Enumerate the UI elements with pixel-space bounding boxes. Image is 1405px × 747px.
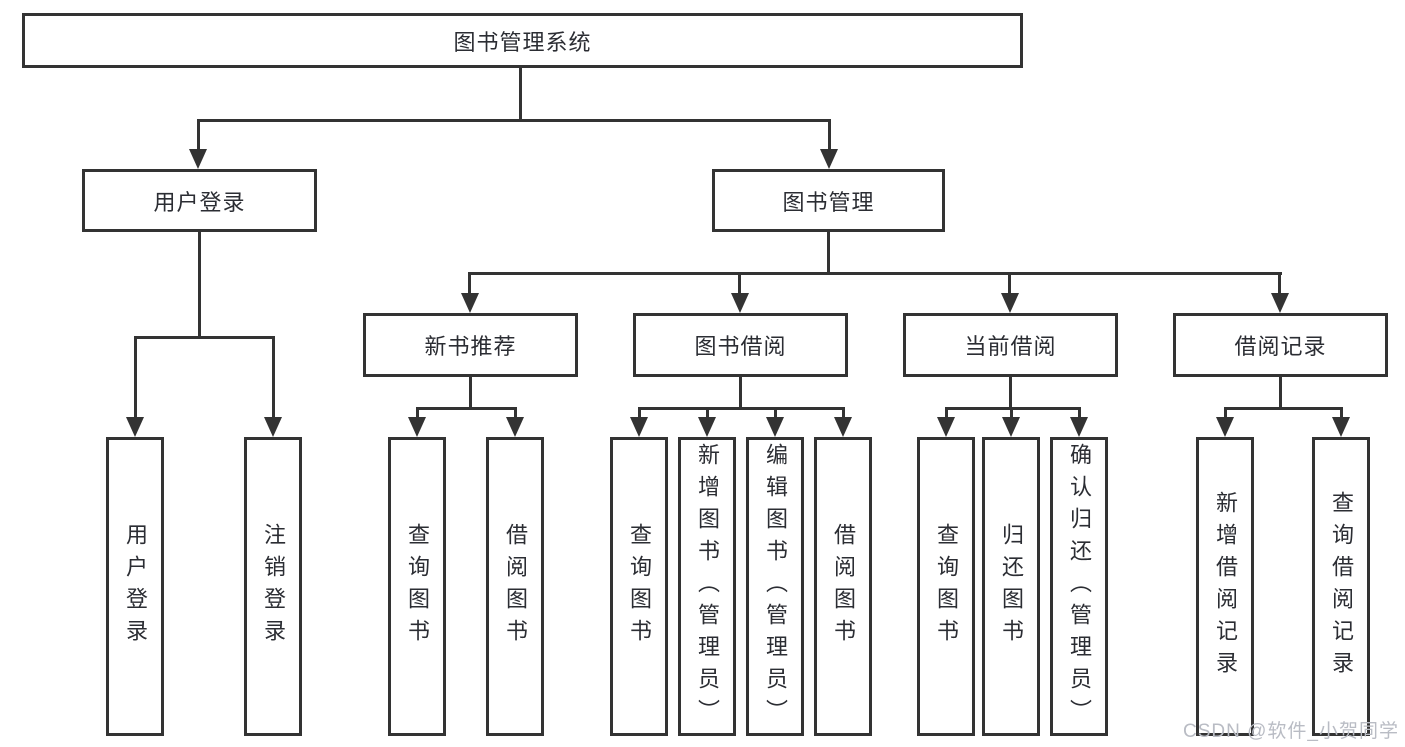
arrowhead-book-borrow [731, 293, 749, 313]
leaf-query-books-2: 查询图书 [610, 437, 668, 736]
leaf-add-book-admin: 新增图书（管理员） [678, 437, 736, 736]
arrowhead-borrow-records [1271, 293, 1289, 313]
connector-mgmt-stem [827, 232, 830, 275]
leaf-query-borrow-record: 查询借阅记录 [1312, 437, 1370, 736]
connector-root-drop-right [828, 119, 831, 153]
connector-mgmt-drop-4 [1278, 272, 1281, 297]
leaf-borrow-books-2: 借阅图书 [814, 437, 872, 736]
arrowhead-query-books-2 [630, 417, 648, 437]
connector-mgmt-drop-2 [738, 272, 741, 297]
connector-current-stem [1009, 377, 1012, 410]
arrowhead-leaf-user-login [126, 417, 144, 437]
leaf-query-books-3: 查询图书 [917, 437, 975, 736]
connector-root-drop-left [197, 119, 200, 153]
connector-recommend-stem [469, 377, 472, 410]
arrowhead-add-borrow-record [1216, 417, 1234, 437]
arrowhead-query-books-1 [408, 417, 426, 437]
connector-current-drop-2 [1010, 407, 1013, 423]
connector-mgmt-drop-3 [1008, 272, 1011, 297]
connector-root-stem [519, 68, 522, 121]
arrowhead-leaf-logout [264, 417, 282, 437]
watermark: CSDN @软件_小贺同学 [1183, 721, 1399, 742]
arrowhead-add-book [698, 417, 716, 437]
leaf-confirm-return-admin: 确认归还（管理员） [1050, 437, 1108, 736]
leaf-query-books-1: 查询图书 [388, 437, 446, 736]
connector-current-drop-3 [1078, 407, 1081, 423]
arrowhead-edit-book [766, 417, 784, 437]
arrowhead-current-borrow [1001, 293, 1019, 313]
connector-login-drop-2 [272, 336, 275, 422]
arrowhead-confirm-return [1070, 417, 1088, 437]
arrowhead-user-login [189, 149, 207, 169]
connector-recommend-hline [416, 407, 517, 410]
connector-records-drop-1 [1224, 407, 1227, 423]
node-new-book-recommend: 新书推荐 [363, 313, 578, 377]
connector-records-drop-2 [1340, 407, 1343, 423]
connector-borrow-drop-1 [638, 407, 641, 423]
connector-records-hline [1224, 407, 1343, 410]
connector-recommend-drop-2 [514, 407, 517, 423]
connector-current-drop-1 [945, 407, 948, 423]
connector-borrow-stem [739, 377, 742, 410]
arrowhead-return-book [1002, 417, 1020, 437]
arrowhead-borrow-books-1 [506, 417, 524, 437]
arrowhead-query-borrow-record [1332, 417, 1350, 437]
connector-borrow-drop-2 [706, 407, 709, 423]
leaf-logout: 注销登录 [244, 437, 302, 736]
node-book-borrow: 图书借阅 [633, 313, 848, 377]
node-library-management-system: 图书管理系统 [22, 13, 1023, 68]
leaf-add-borrow-record: 新增借阅记录 [1196, 437, 1254, 736]
connector-mgmt-hline [469, 272, 1282, 275]
leaf-user-login: 用户登录 [106, 437, 164, 736]
node-borrow-records: 借阅记录 [1173, 313, 1388, 377]
connector-borrow-drop-3 [774, 407, 777, 423]
connector-current-hline [945, 407, 1081, 410]
connector-recommend-drop-1 [416, 407, 419, 423]
connector-records-stem [1279, 377, 1282, 410]
arrowhead-new-book-recommend [461, 293, 479, 313]
node-user-login: 用户登录 [82, 169, 317, 232]
connector-login-drop-1 [134, 336, 137, 422]
connector-borrow-drop-4 [842, 407, 845, 423]
connector-borrow-hline [638, 407, 845, 410]
leaf-edit-book-admin: 编辑图书（管理员） [746, 437, 804, 736]
node-current-borrow: 当前借阅 [903, 313, 1118, 377]
connector-login-hline [134, 336, 275, 339]
connector-root-hline [197, 119, 831, 122]
node-book-management: 图书管理 [712, 169, 945, 232]
arrowhead-borrow-books-2 [834, 417, 852, 437]
connector-login-stem [198, 232, 201, 339]
leaf-return-book: 归还图书 [982, 437, 1040, 736]
arrowhead-book-management [820, 149, 838, 169]
arrowhead-query-books-3 [937, 417, 955, 437]
connector-mgmt-drop-1 [468, 272, 471, 297]
leaf-borrow-books-1: 借阅图书 [486, 437, 544, 736]
